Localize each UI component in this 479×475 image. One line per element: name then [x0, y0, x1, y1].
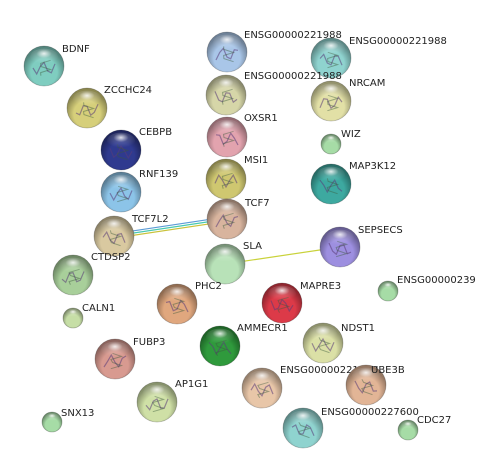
node-highlight: [289, 410, 317, 428]
node-highlight: [143, 384, 171, 402]
node-rnf139[interactable]: RNF139: [100, 169, 178, 213]
node-highlight: [73, 90, 101, 108]
node-label: TCF7L2: [131, 214, 169, 225]
node-label: NDST1: [341, 323, 375, 334]
node-highlight: [213, 201, 241, 219]
node-sla[interactable]: SLA: [204, 241, 262, 285]
node-ensg2[interactable]: ENSG00000221988: [310, 36, 447, 79]
node-zcchc24[interactable]: ZCCHC24: [66, 85, 152, 129]
node-ap1g1[interactable]: AP1G1: [136, 379, 208, 423]
node-ensg227600[interactable]: ENSG00000227600: [282, 407, 419, 449]
node-highlight: [352, 367, 380, 385]
node-highlight: [309, 325, 337, 343]
node-label: SEPSECS: [358, 225, 403, 236]
node-label: TCF7: [244, 198, 270, 209]
node-ensg3[interactable]: ENSG00000221988: [205, 71, 342, 116]
node-ube3b[interactable]: UBE3B: [345, 364, 405, 406]
node-cebpb[interactable]: CEBPB: [100, 127, 172, 171]
node-label: ENSG00000239: [397, 275, 476, 286]
node-highlight: [317, 83, 345, 101]
node-bdnf[interactable]: BDNF: [23, 44, 90, 87]
node-ctdsp2[interactable]: CTDSP2: [52, 252, 131, 296]
node-label: CDC27: [417, 415, 451, 426]
node-ndst1[interactable]: NDST1: [302, 322, 375, 364]
node-label: AMMECR1: [237, 323, 288, 334]
node-label: MSI1: [244, 155, 268, 166]
node-ensg4[interactable]: ENSG00000221988: [241, 365, 378, 409]
node-highlight: [326, 229, 354, 247]
node-highlight: [213, 119, 241, 137]
node-highlight: [163, 286, 191, 304]
node-label: MAPRE3: [300, 281, 341, 292]
node-label: PHC2: [195, 281, 222, 292]
node-highlight: [59, 257, 87, 275]
node-nrcam[interactable]: NRCAM: [310, 78, 385, 122]
node-ensg2399[interactable]: ENSG00000239: [377, 275, 476, 302]
node-label: ENSG00000227600: [321, 407, 419, 418]
node-layer: BDNFENSG00000221988ENSG00000221988ENSG00…: [23, 30, 476, 449]
node-map3k12[interactable]: MAP3K12: [310, 161, 396, 205]
node-label: ENSG00000221988: [349, 36, 447, 47]
node-highlight: [211, 246, 239, 264]
node-tcf7l2[interactable]: TCF7L2: [93, 214, 169, 257]
node-label: UBE3B: [371, 365, 405, 376]
node-label: WIZ: [341, 129, 361, 140]
node-label: MAP3K12: [349, 161, 396, 172]
node-label: CTDSP2: [91, 252, 131, 263]
node-highlight: [66, 309, 80, 318]
node-ensg1[interactable]: ENSG00000221988: [206, 30, 342, 73]
node-label: CEBPB: [139, 127, 172, 138]
node-highlight: [107, 132, 135, 150]
node-label: AP1G1: [175, 379, 208, 390]
node-phc2[interactable]: PHC2: [156, 281, 222, 325]
node-highlight: [212, 77, 240, 95]
node-label: RNF139: [139, 169, 178, 180]
node-sepsecs[interactable]: SEPSECS: [319, 225, 403, 268]
node-highlight: [317, 40, 345, 58]
node-tcf7[interactable]: TCF7: [206, 198, 270, 240]
node-highlight: [324, 135, 338, 144]
node-highlight: [100, 218, 128, 236]
node-label: SLA: [243, 241, 262, 252]
node-mapre3[interactable]: MAPRE3: [261, 281, 341, 324]
node-wiz[interactable]: WIZ: [320, 129, 361, 155]
node-highlight: [30, 48, 58, 66]
node-label: ZCCHC24: [104, 85, 152, 96]
node-label: FUBP3: [133, 337, 165, 348]
node-label: ENSG00000221988: [280, 365, 378, 376]
node-oxsr1[interactable]: OXSR1: [206, 113, 278, 158]
node-highlight: [101, 341, 129, 359]
node-label: SNX13: [61, 408, 94, 419]
node-highlight: [213, 34, 241, 52]
node-ammecr1[interactable]: AMMECR1: [199, 323, 288, 367]
node-label: ENSG00000221988: [244, 30, 342, 41]
node-caln1[interactable]: CALN1: [62, 303, 115, 329]
node-label: CALN1: [82, 303, 115, 314]
node-highlight: [268, 285, 296, 303]
node-label: OXSR1: [244, 113, 278, 124]
node-label: BDNF: [62, 44, 90, 55]
node-highlight: [248, 370, 276, 388]
node-label: ENSG00000221988: [244, 71, 342, 82]
node-highlight: [45, 413, 59, 422]
node-msi1[interactable]: MSI1: [205, 155, 268, 200]
node-highlight: [317, 166, 345, 184]
node-label: NRCAM: [349, 78, 385, 89]
node-highlight: [381, 282, 395, 291]
node-highlight: [401, 421, 415, 430]
node-highlight: [206, 328, 234, 346]
node-highlight: [107, 174, 135, 192]
node-snx13[interactable]: SNX13: [41, 408, 94, 433]
node-fubp3[interactable]: FUBP3: [94, 337, 165, 380]
node-highlight: [212, 161, 240, 179]
node-cdc27[interactable]: CDC27: [397, 415, 451, 441]
